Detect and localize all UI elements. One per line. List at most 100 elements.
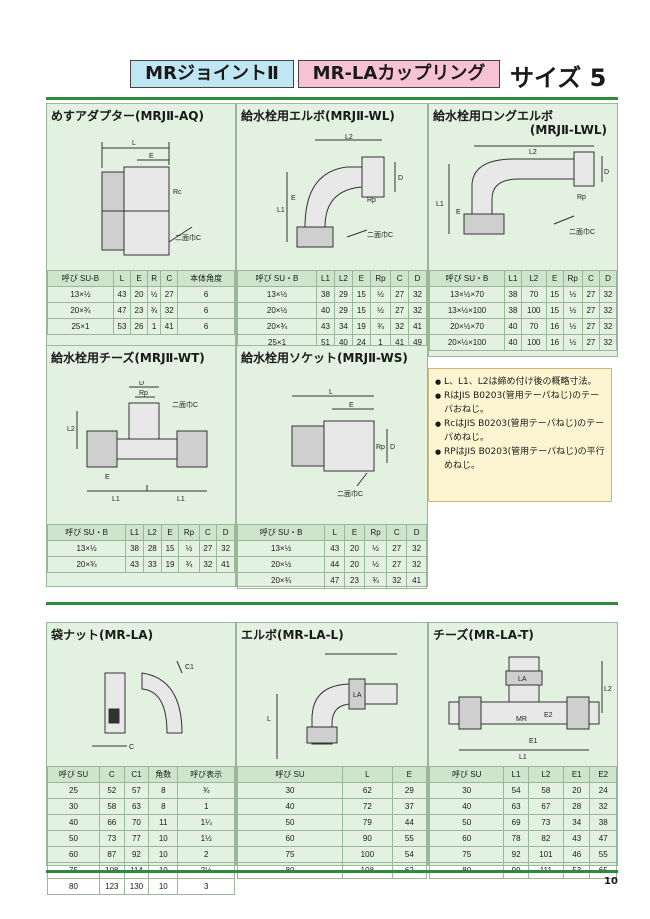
th: L2	[527, 766, 564, 783]
cell: 50	[428, 814, 505, 831]
cell: 15	[351, 286, 371, 303]
cell: ½	[363, 540, 388, 557]
cell: 27	[198, 540, 218, 557]
cell: 34	[562, 814, 591, 831]
cell: 32	[408, 302, 427, 319]
th: C	[386, 524, 408, 541]
dim-d: D	[139, 381, 144, 387]
th: E	[129, 270, 149, 287]
dim-l1: L1	[519, 754, 527, 761]
cell: 27	[581, 302, 600, 319]
th: L	[112, 270, 131, 287]
cell: 29	[333, 302, 353, 319]
panel-title: めすアダプター(MRJⅡ-AQ)	[51, 109, 204, 123]
dim-l: L	[329, 389, 333, 396]
cell: 70	[520, 286, 547, 303]
th: L2	[520, 270, 547, 287]
cell: 15	[545, 286, 564, 303]
cell: 43	[316, 318, 335, 335]
cell: 27	[390, 286, 410, 303]
dim-l1: L1	[436, 201, 444, 208]
cell: 27	[160, 286, 179, 303]
cell: 19	[160, 556, 180, 573]
panel-subtitle: (MRJⅡ-LWL)	[529, 123, 607, 137]
th: 呼び SU・B	[429, 270, 505, 287]
cell: 6	[177, 302, 235, 319]
dim-l1: L1	[277, 207, 285, 214]
th: 呼び SU・B	[46, 524, 127, 541]
cell: 32	[408, 286, 427, 303]
th: D	[406, 524, 427, 541]
cell: 1¼	[177, 814, 235, 831]
cell: 20	[129, 286, 149, 303]
th: 呼び SU	[236, 766, 344, 783]
panel-title: 給水栓用ロングエルボ	[433, 109, 554, 123]
dim-e: E	[149, 153, 154, 160]
cell: 20×¾	[46, 556, 127, 573]
th: 呼び SU	[46, 766, 101, 783]
cell: 38	[316, 286, 335, 303]
th: L2	[333, 270, 353, 287]
dim-l1-right: L1	[177, 496, 185, 503]
cell: 25	[46, 782, 101, 799]
panel-title: チーズ(MR-LA-T)	[433, 628, 534, 642]
th: 角数	[148, 766, 179, 783]
cell: 101	[527, 846, 564, 863]
cell: 62	[342, 782, 393, 799]
note-item: L、L1、L2は締め付け後の概略寸法。	[435, 375, 605, 389]
cell: 41	[216, 556, 235, 573]
cell: ¾	[369, 318, 392, 335]
cell: 13×½	[236, 286, 318, 303]
cell: 15	[160, 540, 180, 557]
cell: 32	[390, 318, 410, 335]
th: Rp	[369, 270, 392, 287]
th: C	[390, 270, 410, 287]
cell: 43	[125, 556, 144, 573]
cell: 92	[503, 846, 529, 863]
cell: 41	[160, 318, 179, 335]
dim-c: 二面巾C	[367, 230, 393, 239]
cell: 29	[333, 286, 353, 303]
cell: 41	[406, 572, 427, 589]
cell: 66	[99, 814, 125, 831]
cell: 63	[503, 798, 529, 815]
cell: 47	[589, 830, 617, 847]
diagram-wl: L2 L1 E Rp D 二面巾C	[277, 134, 403, 248]
cell: 13×½×70	[429, 286, 505, 303]
th: Rp	[178, 524, 200, 541]
dim-rp: Rp	[139, 390, 148, 397]
dim-c: C	[129, 744, 134, 751]
dim-d: D	[398, 175, 403, 182]
cell: 60	[428, 830, 505, 847]
th: L2	[142, 524, 162, 541]
cell: 32	[598, 286, 618, 303]
cell: 13×½×100	[429, 302, 505, 319]
page-title: サイズ 5	[510, 64, 607, 92]
cell: 43	[324, 540, 346, 557]
th: Rp	[363, 524, 388, 541]
dim-c1: C1	[185, 664, 194, 671]
cell: 30	[46, 798, 101, 815]
cell: 32	[216, 540, 235, 557]
cell: 123	[99, 878, 125, 895]
cell: 33	[142, 556, 162, 573]
cell: 40	[503, 318, 522, 335]
cell: 60	[236, 830, 344, 847]
cell: ½	[369, 286, 392, 303]
cell: 43	[112, 286, 131, 303]
tag-mr-joint: MRジョイントⅡ	[130, 60, 294, 88]
cell: 20	[344, 540, 365, 557]
label-la: LA	[353, 692, 362, 699]
